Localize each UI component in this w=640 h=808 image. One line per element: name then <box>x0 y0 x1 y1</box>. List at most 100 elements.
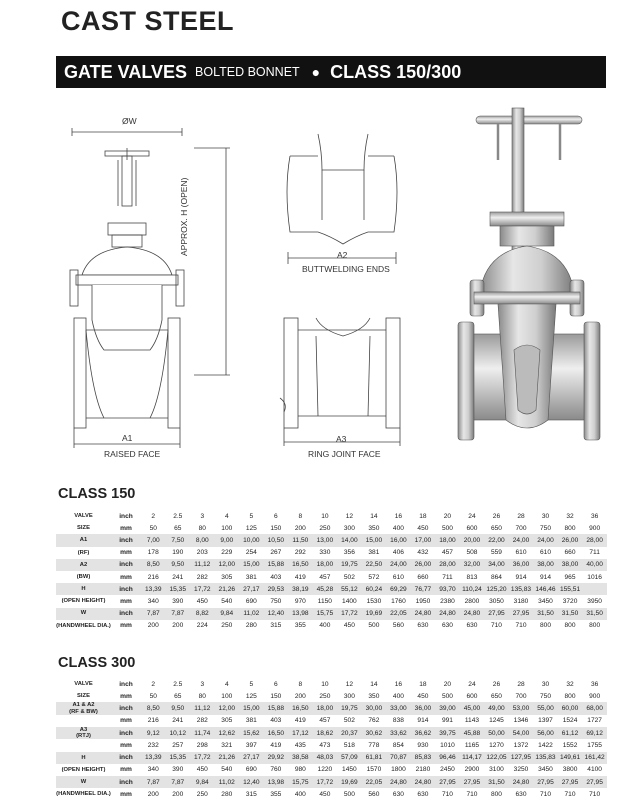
row-unit: inch <box>111 534 141 547</box>
table-cell: 38,58 <box>288 751 313 764</box>
row-label-line: A1 & A2 <box>72 702 95 709</box>
table-cell: 800 <box>490 790 502 798</box>
table-cell: 7,87 <box>141 607 166 620</box>
row-label-line: (RTJ) <box>76 733 91 740</box>
table-cell: 203 <box>196 549 208 557</box>
table-cell: 11,50 <box>288 534 313 547</box>
ring-joint-label: RING JOINT FACE <box>308 449 381 459</box>
table-cell: 26 <box>492 512 501 520</box>
table-cell: 22,05 <box>361 775 387 789</box>
table-cell: 55,00 <box>533 702 558 715</box>
row-unit: inch <box>111 726 141 740</box>
table-cell: 15,75 <box>288 775 313 789</box>
table-cell: 778 <box>368 741 380 749</box>
table-cell: 36,00 <box>508 558 534 571</box>
table-cell: 280 <box>245 622 257 630</box>
table-cell: 800 <box>540 622 552 630</box>
table-cell: 19,69 <box>361 607 387 620</box>
table-cell: 800 <box>564 524 576 532</box>
table-cell: 540 <box>221 766 233 774</box>
table-cell: 38,19 <box>288 583 313 596</box>
table-cell: 27,95 <box>582 775 607 789</box>
table-cell: 36 <box>590 680 599 688</box>
table-cell: 854 <box>392 741 404 749</box>
row-unit: inch <box>111 751 141 764</box>
table-cell: 813 <box>466 573 478 581</box>
table-cell: 15,62 <box>239 726 264 740</box>
table-cell: 1422 <box>538 741 553 749</box>
row-unit: mm <box>120 717 132 725</box>
table-cell: 930 <box>417 741 429 749</box>
table-cell: 315 <box>270 622 282 630</box>
table-cell: 3180 <box>513 597 529 605</box>
table-cell: 2.5 <box>173 680 183 688</box>
table-cell: 27,95 <box>435 775 460 789</box>
table-cell: 330 <box>319 549 331 557</box>
table-cell: 7,87 <box>165 775 191 789</box>
table-cell: 1016 <box>587 573 602 581</box>
table-cell: 321 <box>221 741 233 749</box>
row-unit: mm <box>120 549 132 557</box>
row-label-line: A2 <box>79 561 88 568</box>
table-cell: 125,20 <box>484 583 509 596</box>
table-cell: 16,50 <box>288 702 313 715</box>
table-cell: 24,00 <box>508 534 534 547</box>
table-cell: 630 <box>466 622 478 630</box>
table-cell: 18,00 <box>312 702 338 715</box>
table-cell: 18 <box>419 680 427 688</box>
table-cell: 40,00 <box>582 558 607 571</box>
table-cell: 20,37 <box>337 726 362 740</box>
table-cell: 48,03 <box>312 751 338 764</box>
table-cell: 762 <box>368 717 380 725</box>
table-cell: 21,26 <box>214 583 240 596</box>
table-cell: 419 <box>294 573 306 581</box>
table-cell: 17,72 <box>190 583 215 596</box>
table-cell: 650 <box>490 524 502 532</box>
table-cell: 390 <box>172 597 184 605</box>
table-cell: 390 <box>172 766 184 774</box>
table-cell: 13,00 <box>312 534 338 547</box>
table-cell: 135,83 <box>508 583 534 596</box>
table-cell: 24 <box>468 680 476 688</box>
row-unit: inch <box>119 680 133 688</box>
table-cell: 49,00 <box>484 702 509 715</box>
table-cell: 473 <box>319 741 331 749</box>
table-cell: 8,50 <box>141 702 166 715</box>
table-cell: 9,84 <box>190 775 215 789</box>
table-cell: 16 <box>394 512 403 520</box>
table-cell: 3100 <box>489 766 504 774</box>
row-unit: mm <box>120 597 132 605</box>
table-cell: 229 <box>221 549 233 557</box>
buttwelding-label: BUTTWELDING ENDS <box>302 264 390 274</box>
table-cell: 315 <box>245 790 257 798</box>
table-cell: 700 <box>515 524 527 532</box>
row-label: H <box>56 583 111 596</box>
table-cell: 19,69 <box>337 775 362 789</box>
table-cell: 690 <box>245 766 257 774</box>
table-cell: 7,87 <box>165 607 191 620</box>
table-cell: 400 <box>392 524 404 532</box>
table-cell: 149,61 <box>557 751 583 764</box>
banner-subtitle: BOLTED BONNET <box>195 65 300 79</box>
row-label: W <box>56 775 111 789</box>
table-cell: 1245 <box>489 717 504 725</box>
diameter-w-label: ØW <box>122 116 137 126</box>
table-cell: 39,00 <box>435 702 460 715</box>
table-cell: 24,80 <box>508 775 534 789</box>
table-cell: 1450 <box>342 766 357 774</box>
row-label: (RF) <box>56 547 111 559</box>
table-cell: 450 <box>319 790 331 798</box>
table-cell: 267 <box>270 549 282 557</box>
table-cell: 22,00 <box>484 534 509 547</box>
table-cell: 14 <box>370 680 378 688</box>
table-cell: 30 <box>541 512 550 520</box>
table-cell: 76,77 <box>410 583 436 596</box>
table-cell: 24,80 <box>386 775 411 789</box>
table-cell: 518 <box>343 741 355 749</box>
table-cell: 24,00 <box>386 558 411 571</box>
row-unit: inch <box>111 583 141 596</box>
table-cell: 3800 <box>562 766 578 774</box>
